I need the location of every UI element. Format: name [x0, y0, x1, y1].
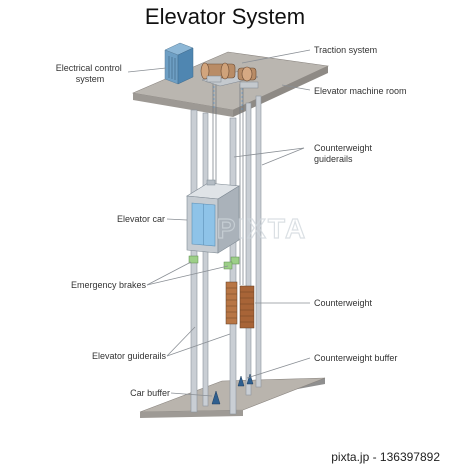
label-elevator-guiderails: Elevator guiderails: [92, 351, 167, 361]
control-cabinet: [164, 42, 194, 85]
guiderail-frame: [190, 95, 262, 415]
elevator-car: [186, 179, 240, 254]
label-counterweight-guiderails: Counterweight guiderails: [314, 143, 375, 164]
label-car-buffer: Car buffer: [130, 388, 170, 398]
counterweight: [225, 281, 255, 329]
counterweight-buffer: [237, 373, 254, 387]
label-electrical-control: Electrical control system: [56, 63, 125, 84]
label-traction-system: Traction system: [314, 45, 377, 55]
car-buffer: [211, 390, 221, 405]
label-emergency-brakes: Emergency brakes: [71, 280, 147, 290]
label-elevator-car: Elevator car: [117, 214, 165, 224]
leader-lines: [127, 49, 311, 397]
hoist-ropes: [212, 82, 244, 285]
diagram-title: Elevator System: [145, 4, 305, 29]
image-credit: pixta.jp - 136397892: [331, 450, 440, 464]
watermark: PIXTA: [217, 213, 307, 244]
rope-dashes: [213, 82, 243, 112]
traction-machine: [200, 62, 259, 89]
label-machine-room: Elevator machine room: [314, 86, 407, 96]
machine-room-slab: [131, 51, 330, 117]
label-counterweight-buffer: Counterweight buffer: [314, 353, 397, 363]
emergency-brakes: [188, 255, 240, 270]
label-counterweight: Counterweight: [314, 298, 373, 308]
